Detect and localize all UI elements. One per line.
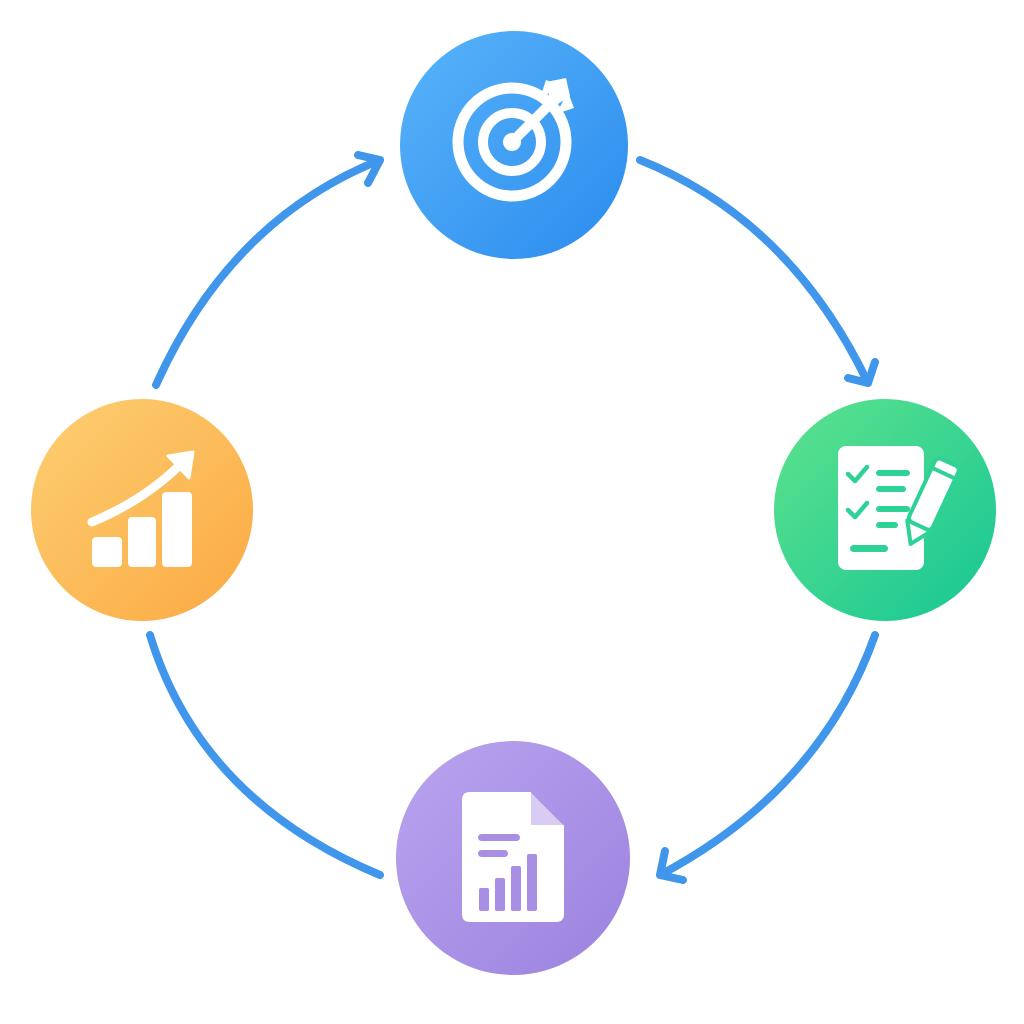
node-plan: [774, 399, 996, 621]
node-growth-circle: [31, 399, 253, 621]
node-goal: [400, 31, 628, 259]
arrowhead-plan: [844, 358, 879, 387]
connector-arc-growth-to-goal: [152, 156, 384, 389]
connector-arc-report-to-growth: [146, 631, 384, 879]
arrowhead-goal: [354, 151, 384, 187]
node-growth: [31, 399, 253, 621]
node-report: [396, 741, 630, 975]
report-document-icon: [462, 792, 564, 922]
target-icon: [452, 78, 574, 202]
checklist-pencil-icon: [838, 446, 961, 570]
connector-arc-plan-to-report: [656, 631, 879, 879]
growth-chart-icon: [87, 450, 195, 567]
connector-arc-goal-to-plan: [636, 156, 872, 387]
arrowhead-report: [656, 847, 687, 884]
